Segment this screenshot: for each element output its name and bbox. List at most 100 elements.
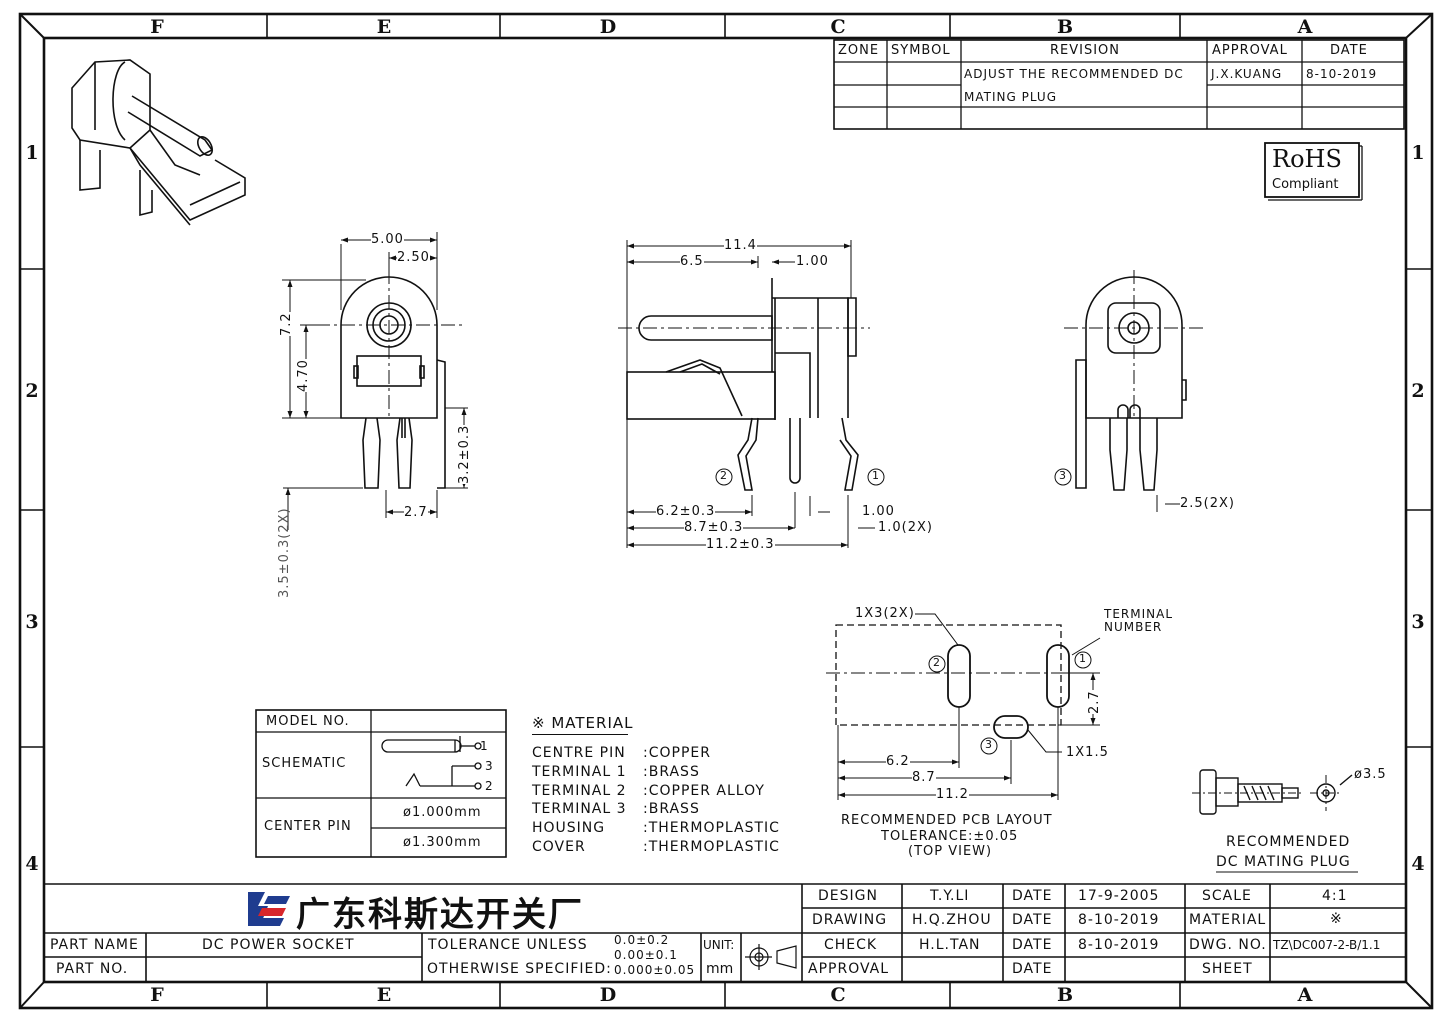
zone-col-a-top: A xyxy=(1297,16,1313,38)
dim-front-3-5: 3.5±0.3(2X) xyxy=(277,507,292,598)
material-part-0: CENTRE PIN xyxy=(532,745,626,761)
dim-side-11-4: 11.4 xyxy=(724,238,757,253)
schematic-pin-1: 1 xyxy=(480,739,489,753)
date-value-1: 17-9-2005 xyxy=(1078,888,1160,904)
part-no-label: PART NO. xyxy=(56,961,129,977)
rohs-title: RoHS xyxy=(1272,145,1342,173)
material-value-5: :THERMOPLASTIC xyxy=(643,839,780,855)
pcb-caption-top-view: (TOP VIEW) xyxy=(908,844,993,859)
pcb-terminal-3: 3 xyxy=(985,738,992,751)
material-part-4: HOUSING xyxy=(532,820,606,836)
sheet-label: SHEET xyxy=(1202,961,1253,977)
dim-front-4-70: 4.70 xyxy=(296,359,311,392)
part-name-value: DC POWER SOCKET xyxy=(202,937,355,953)
rev-row1-date: 8-10-2019 xyxy=(1306,67,1378,81)
pcb-number-label: NUMBER xyxy=(1104,620,1163,634)
material-value-4: :THERMOPLASTIC xyxy=(643,820,780,836)
dim-side-1-00: 1.00 xyxy=(796,254,829,269)
check-value: H.L.TAN xyxy=(919,937,981,953)
material-part-1: TERMINAL 1 xyxy=(532,764,627,780)
model-no-label: MODEL NO. xyxy=(266,714,350,729)
side-terminal-2: 2 xyxy=(720,469,727,482)
pcb-dim-1x1-5: 1X1.5 xyxy=(1066,745,1109,760)
design-value: T.Y.LI xyxy=(930,888,970,904)
material-title: ※ MATERIAL xyxy=(532,714,634,732)
plug-caption-dc-mating: DC MATING PLUG xyxy=(1216,854,1351,870)
drawing-value: H.Q.ZHOU xyxy=(912,912,992,928)
pcb-caption-tolerance: TOLERANCE:±0.05 xyxy=(881,829,1019,844)
date-label-2: DATE xyxy=(1012,912,1053,928)
dim-back-2-5: 2.5(2X) xyxy=(1180,496,1235,511)
design-label: DESIGN xyxy=(818,888,878,904)
rev-header-symbol: SYMBOL xyxy=(891,43,951,58)
unit-value: mm xyxy=(706,961,734,977)
scale-value: 4:1 xyxy=(1322,888,1348,904)
material-value-0: :COPPER xyxy=(643,745,711,761)
zone-col-b-top: B xyxy=(1056,16,1074,38)
center-pin-label: CENTER PIN xyxy=(264,819,352,834)
date-value-3: 8-10-2019 xyxy=(1078,937,1160,953)
pcb-terminal-label: TERMINAL xyxy=(1104,607,1174,621)
rev-header-zone: ZONE xyxy=(838,43,880,58)
zone-col-d-top: D xyxy=(599,16,617,38)
pcb-slot-dim: 1X3(2X) xyxy=(855,606,915,621)
zone-row-2-left: 2 xyxy=(25,380,39,402)
material-value-1: :BRASS xyxy=(643,764,700,780)
rev-header-approval: APPROVAL xyxy=(1212,43,1288,58)
part-name-label: PART NAME xyxy=(50,937,139,953)
dim-front-2-50: 2.50 xyxy=(397,250,430,265)
zone-row-4-right: 4 xyxy=(1411,853,1425,875)
pcb-dim-6-2: 6.2 xyxy=(886,754,910,769)
material-part-2: TERMINAL 2 xyxy=(532,783,627,799)
dwg-no-value: TZ\DC007-2-B/1.1 xyxy=(1273,938,1381,952)
tolerance-value-2: 0.00±0.1 xyxy=(614,948,678,962)
dim-front-7-2: 7.2 xyxy=(279,312,294,336)
pcb-terminal-2: 2 xyxy=(933,656,940,669)
material-value: ※ xyxy=(1330,911,1343,927)
zone-col-c-bottom: C xyxy=(830,984,846,1006)
dim-side-1-00b: 1.00 xyxy=(862,504,895,519)
rev-row1-revision: ADJUST THE RECOMMENDED DC xyxy=(964,67,1184,81)
date-value-2: 8-10-2019 xyxy=(1078,912,1160,928)
tolerance-line1: TOLERANCE UNLESS xyxy=(428,937,588,953)
pcb-dim-11-2: 11.2 xyxy=(936,787,969,802)
dim-side-11-2: 11.2±0.3 xyxy=(706,537,775,552)
rev-row1-approval: J.X.KUANG xyxy=(1211,67,1283,81)
schematic-label: SCHEMATIC xyxy=(262,756,347,771)
approval-label: APPROVAL xyxy=(808,961,890,977)
plug-caption-recommended: RECOMMENDED xyxy=(1226,834,1351,850)
material-value-2: :COPPER ALLOY xyxy=(643,783,765,799)
dim-front-2-7: 2.7 xyxy=(404,505,428,520)
pcb-terminal-1: 1 xyxy=(1079,652,1086,665)
pcb-caption-layout: RECOMMENDED PCB LAYOUT xyxy=(841,813,1053,828)
dim-front-3-2: 3.2±0.3 xyxy=(457,424,472,484)
dim-side-6-2: 6.2±0.3 xyxy=(656,504,716,519)
zone-row-3-right: 3 xyxy=(1411,611,1425,633)
unit-label: UNIT: xyxy=(703,938,735,952)
zone-col-f-bottom: F xyxy=(150,984,164,1006)
company-logo xyxy=(248,892,290,926)
schematic-pin-2: 2 xyxy=(485,779,494,793)
plug-dim-3-5: ø3.5 xyxy=(1354,767,1387,782)
material-value-3: :BRASS xyxy=(643,801,700,817)
tolerance-value-3: 0.000±0.05 xyxy=(614,963,696,977)
dim-side-6-5: 6.5 xyxy=(680,254,704,269)
zone-col-b-bottom: B xyxy=(1056,984,1074,1006)
zone-col-a-bottom: A xyxy=(1297,984,1313,1006)
date-label-1: DATE xyxy=(1012,888,1053,904)
rev-row2-revision: MATING PLUG xyxy=(964,90,1057,104)
dwg-no-label: DWG. NO. xyxy=(1189,937,1267,953)
zone-row-2-right: 2 xyxy=(1411,380,1425,402)
date-label-4: DATE xyxy=(1012,961,1053,977)
zone-row-1-right: 1 xyxy=(1411,142,1425,164)
dim-front-5-00: 5.00 xyxy=(371,232,404,247)
zone-col-c-top: C xyxy=(830,16,846,38)
zone-col-e-bottom: E xyxy=(376,984,392,1006)
center-pin-1-000: ø1.000mm xyxy=(403,805,482,820)
scale-label: SCALE xyxy=(1202,888,1252,904)
tolerance-value-1: 0.0±0.2 xyxy=(614,933,670,947)
rev-header-revision: REVISION xyxy=(1050,43,1121,58)
zone-col-d-bottom: D xyxy=(599,984,617,1006)
zone-row-4-left: 4 xyxy=(25,853,39,875)
pcb-dim-2-7: 2.7 xyxy=(1087,690,1102,714)
